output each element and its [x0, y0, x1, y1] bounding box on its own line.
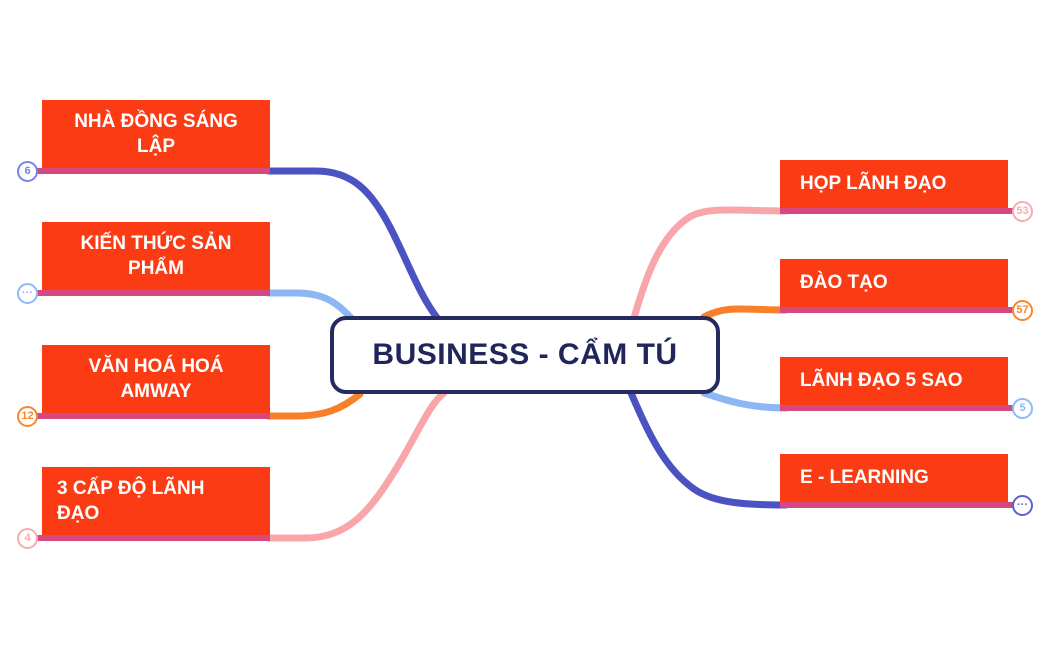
central-topic-label: BUSINESS - CẨM TÚ	[372, 338, 678, 371]
collapse-badge[interactable]: 12	[17, 406, 38, 427]
topic-label: KIẾN THỨC SẢN PHẨM	[80, 233, 232, 279]
branch-curve-right-1	[630, 206, 790, 322]
collapse-badge[interactable]: ···	[17, 283, 38, 304]
topic-underline	[36, 413, 270, 419]
collapse-badge[interactable]: 5	[1012, 398, 1033, 419]
branch-curve-left-2	[264, 289, 356, 323]
topic-label: VĂN HOÁ HOÁ AMWAY	[88, 356, 224, 402]
collapse-badge[interactable]: 4	[17, 528, 38, 549]
collapse-badge[interactable]: ···	[1012, 495, 1033, 516]
topic-lanh-dao-5-sao[interactable]: LÃNH ĐẠO 5 SAO	[780, 357, 1008, 405]
branch-curve-left-1	[264, 167, 442, 323]
topic-nha-dong-sang-lap[interactable]: NHÀ ĐỒNG SÁNG LẬP	[42, 100, 270, 168]
topic-label: HỌP LÃNH ĐẠO	[800, 173, 947, 194]
topic-underline	[780, 208, 1014, 214]
branch-curve-right-3	[700, 389, 790, 412]
branch-curve-left-4	[264, 389, 448, 542]
topic-hop-lanh-dao[interactable]: HỌP LÃNH ĐẠO	[780, 160, 1008, 208]
topic-label: 3 CẤP ĐỘ LÃNH ĐẠO	[57, 478, 205, 524]
topic-dao-tao[interactable]: ĐÀO TẠO	[780, 259, 1008, 307]
branch-curve-right-2	[700, 305, 790, 321]
topic-underline	[36, 168, 270, 174]
branch-curve-left-3	[264, 390, 364, 420]
branch-curve-right-4	[627, 389, 790, 509]
topic-underline	[36, 290, 270, 296]
topic-e-learning[interactable]: E - LEARNING	[780, 454, 1008, 502]
topic-underline	[780, 405, 1014, 411]
topic-label: LÃNH ĐẠO 5 SAO	[800, 370, 963, 391]
collapse-badge[interactable]: 57	[1012, 300, 1033, 321]
topic-underline	[36, 535, 270, 541]
topic-3-cap-do-lanh-dao[interactable]: 3 CẤP ĐỘ LÃNH ĐẠO	[42, 467, 270, 535]
topic-label: ĐÀO TẠO	[800, 272, 888, 293]
collapse-badge[interactable]: 53	[1012, 201, 1033, 222]
topic-kien-thuc-san-pham[interactable]: KIẾN THỨC SẢN PHẨM	[42, 222, 270, 290]
collapse-badge[interactable]: 6	[17, 161, 38, 182]
topic-underline	[780, 502, 1014, 508]
topic-label: E - LEARNING	[800, 467, 929, 488]
topic-van-hoa-hoa-amway[interactable]: VĂN HOÁ HOÁ AMWAY	[42, 345, 270, 413]
topic-label: NHÀ ĐỒNG SÁNG LẬP	[74, 111, 238, 157]
central-topic[interactable]: BUSINESS - CẨM TÚ	[330, 316, 720, 394]
topic-underline	[780, 307, 1014, 313]
